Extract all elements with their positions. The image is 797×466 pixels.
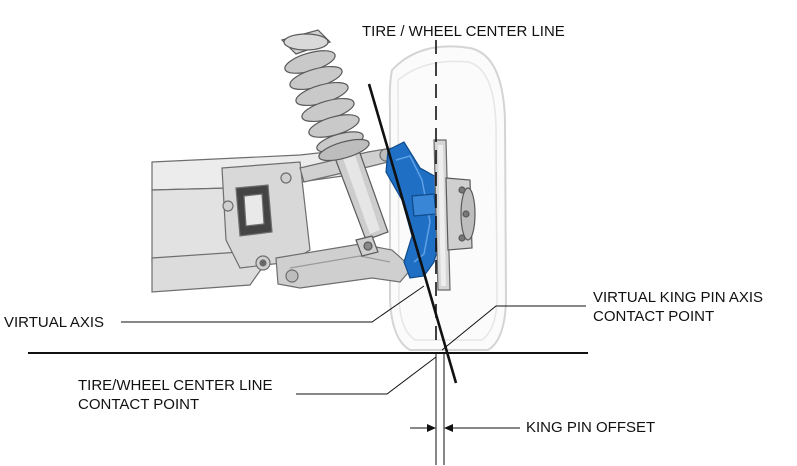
steering-knuckle <box>385 141 441 279</box>
virtual-axis-label: VIRTUAL AXIS <box>4 314 105 331</box>
virtual-king-pin-axis-line <box>367 83 458 384</box>
virtual-king-pin-axis-contact-point-label-line1: VIRTUAL KING PIN AXIS <box>593 289 764 306</box>
tire-wheel-center-line-contact-point-label-line1: TIRE/WHEEL CENTER LINE <box>78 377 273 394</box>
leader-lines <box>121 285 586 429</box>
tire-wheel-center-line-label: TIRE / WHEEL CENTER LINE <box>362 23 565 40</box>
strut-assembly <box>280 29 389 257</box>
virtual-king-pin-axis-contact-point-label-line2: CONTACT POINT <box>593 308 715 325</box>
king-pin-offset-label: KING PIN OFFSET <box>526 419 656 436</box>
king-pin-offset-arrows <box>427 424 453 432</box>
wheel-hub <box>445 177 476 251</box>
tire-wheel-center-line-contact-point-label-line2: CONTACT POINT <box>78 396 200 413</box>
